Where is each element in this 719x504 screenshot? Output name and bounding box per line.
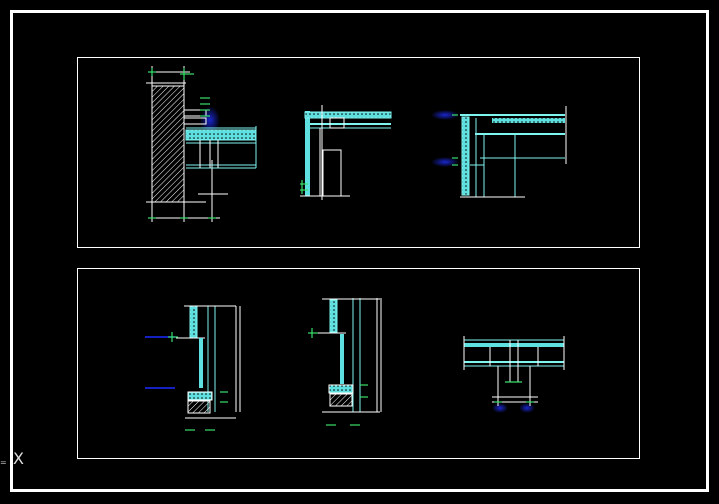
detail-parapet-corner-section <box>300 105 392 200</box>
detail-beam-slab-joint-section <box>463 336 565 413</box>
top-detail-panel <box>77 57 640 248</box>
detail-curtain-wall-floor-section <box>431 106 567 198</box>
drawing-border-frame <box>10 10 709 492</box>
detail-window-sill-section-a <box>145 305 241 431</box>
ucs-side-mark: = <box>0 458 7 467</box>
ucs-axis-icon: X <box>13 449 24 468</box>
detail-window-sill-section-b <box>308 298 382 426</box>
detail-wall-slab-section <box>146 66 257 222</box>
bottom-detail-panel <box>77 268 640 459</box>
